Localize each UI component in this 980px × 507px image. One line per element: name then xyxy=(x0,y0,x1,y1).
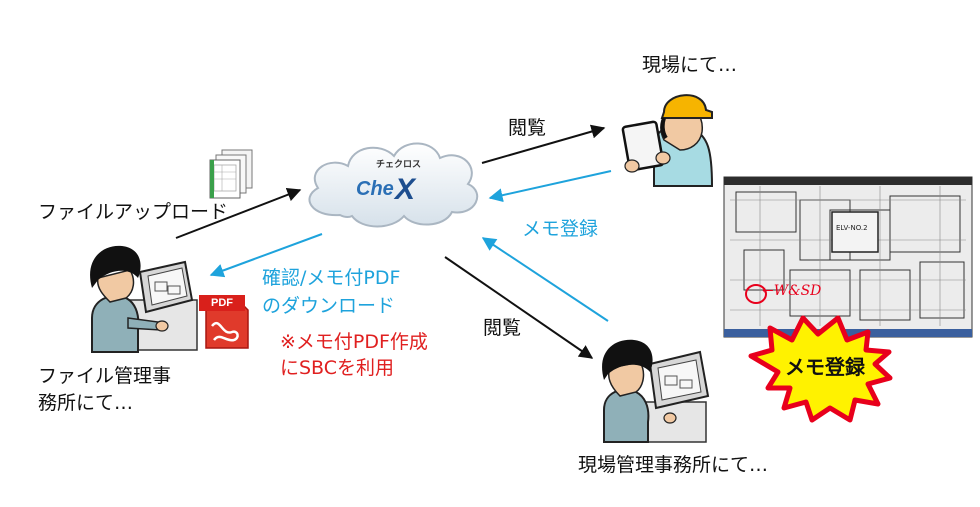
drawing-screenshot-image: ELV-NO.2 xyxy=(723,176,973,338)
cloud-service-icon xyxy=(308,142,479,228)
arrow-view-bottom xyxy=(444,256,594,359)
label-download-line2: のダウンロード xyxy=(262,295,396,317)
label-memo-register: メモ登録 xyxy=(522,218,599,240)
burst-label: メモ登録 xyxy=(785,355,865,379)
label-file-office-line1: ファイル管理事 xyxy=(38,365,172,387)
label-file-office-line2: 務所にて… xyxy=(38,392,134,414)
label-upload: ファイルアップロード xyxy=(38,201,229,223)
cloud-service-x: X xyxy=(395,173,416,206)
arrow-memo-register-top xyxy=(488,170,612,203)
label-download-line1: 確認/メモ付PDF xyxy=(262,267,401,289)
label-note-line2: にSBCを利用 xyxy=(280,357,395,379)
office-worker-left-icon xyxy=(90,245,198,353)
label-view-bottom: 閲覧 xyxy=(483,317,522,339)
label-site: 現場にて… xyxy=(642,54,738,76)
office-worker-right-icon xyxy=(602,339,710,443)
arrow-view-top xyxy=(481,124,606,164)
pdf-icon-label: PDF xyxy=(199,295,245,311)
label-site-office: 現場管理事務所にて… xyxy=(578,454,769,476)
label-view-top: 閲覧 xyxy=(508,117,547,139)
drawing-handwriting: ←W&SD xyxy=(762,283,822,299)
cloud-service-kana: チェクロス xyxy=(376,160,422,170)
label-note-line1: ※メモ付PDF作成 xyxy=(280,331,428,353)
arrow-upload xyxy=(175,188,302,239)
documents-stack-icon xyxy=(209,149,253,199)
svg-text:ELV-NO.2: ELV-NO.2 xyxy=(836,224,868,232)
cloud-service-name: Che xyxy=(356,178,394,200)
memo-register-burst-icon xyxy=(748,315,893,423)
arrow-download xyxy=(209,233,323,278)
pdf-file-icon xyxy=(205,299,249,349)
site-worker-tablet-icon xyxy=(621,94,714,187)
arrow-memo-register-bottom xyxy=(481,237,609,322)
